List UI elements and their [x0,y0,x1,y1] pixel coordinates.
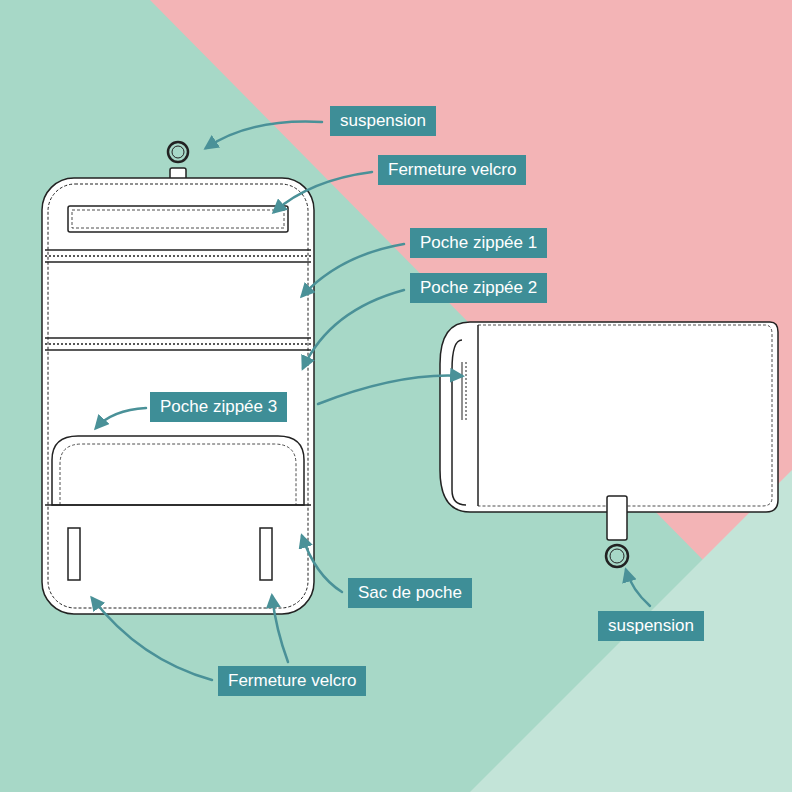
label-text: Sac de poche [358,583,462,603]
label-text: Fermeture velcro [388,160,516,180]
leader-arrows [92,122,650,680]
label-text: Fermeture velcro [228,671,356,691]
label-text: suspension [608,616,694,636]
label-box: suspension [598,611,704,641]
label-box: Fermeture velcro [218,666,366,696]
label-box: Fermeture velcro [378,155,526,185]
label-text: Poche zippée 2 [420,278,537,298]
label-text: Poche zippée 3 [160,397,277,417]
label-text: suspension [340,111,426,131]
closed-bag [440,322,778,567]
background-light [470,470,792,792]
label-box: Poche zippée 1 [410,228,547,258]
label-box: Sac de poche [348,578,472,608]
label-box: Poche zippée 2 [410,273,547,303]
label-box: Poche zippée 3 [150,392,287,422]
label-text: Poche zippée 1 [420,233,537,253]
label-box: suspension [330,106,436,136]
